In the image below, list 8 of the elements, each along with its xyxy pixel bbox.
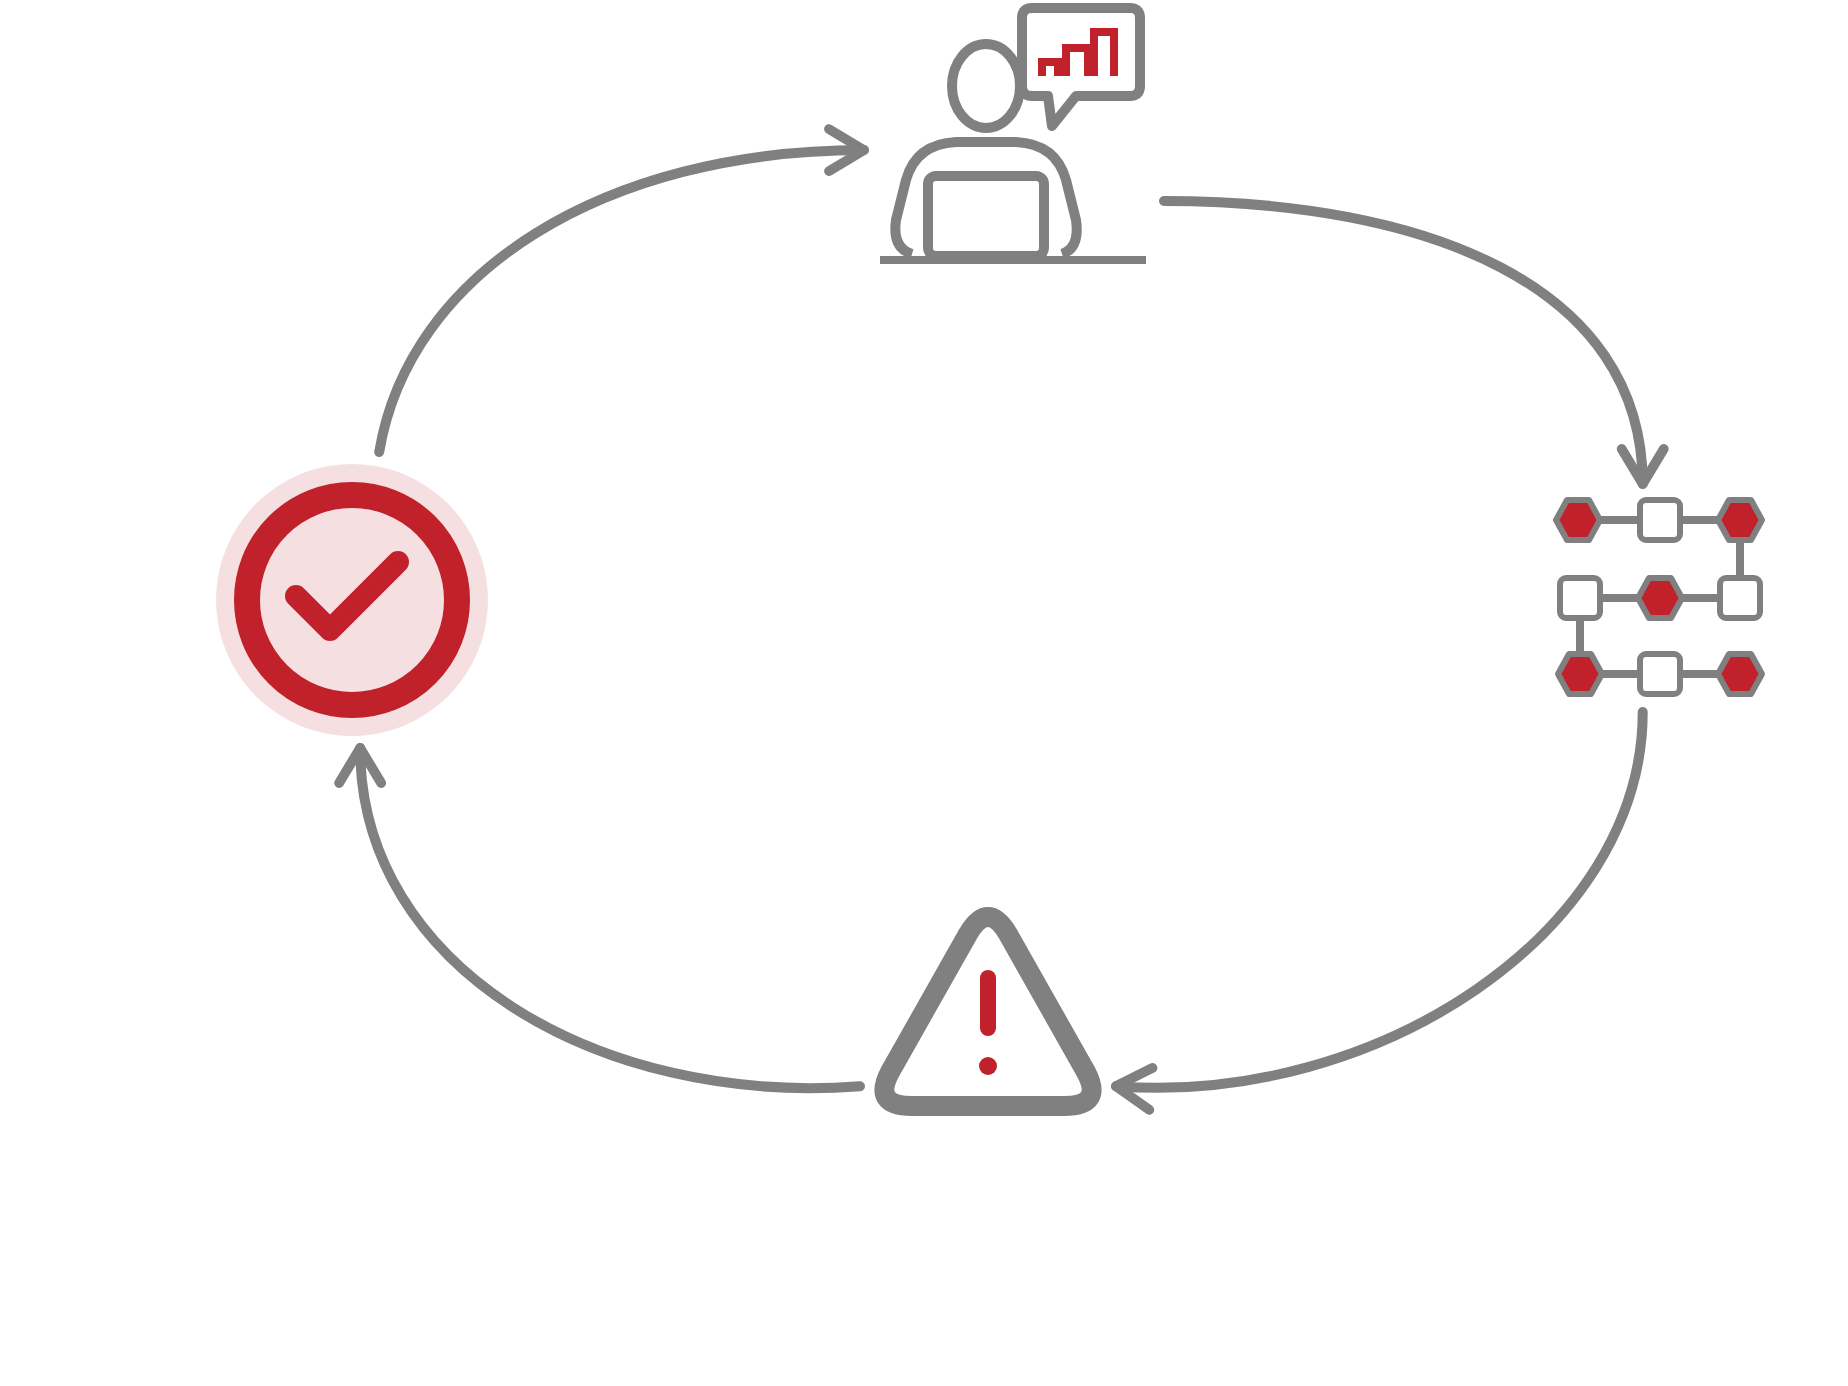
warning-icon (872, 906, 1104, 1118)
curved-arrow (337, 743, 865, 1093)
curved-arrow (1159, 196, 1666, 489)
person-at-laptop-icon (876, 0, 1152, 268)
checkmark-icon (216, 464, 488, 736)
process-network-icon (1552, 496, 1768, 700)
curved-arrow (374, 125, 869, 457)
curved-arrow (1111, 707, 1648, 1113)
